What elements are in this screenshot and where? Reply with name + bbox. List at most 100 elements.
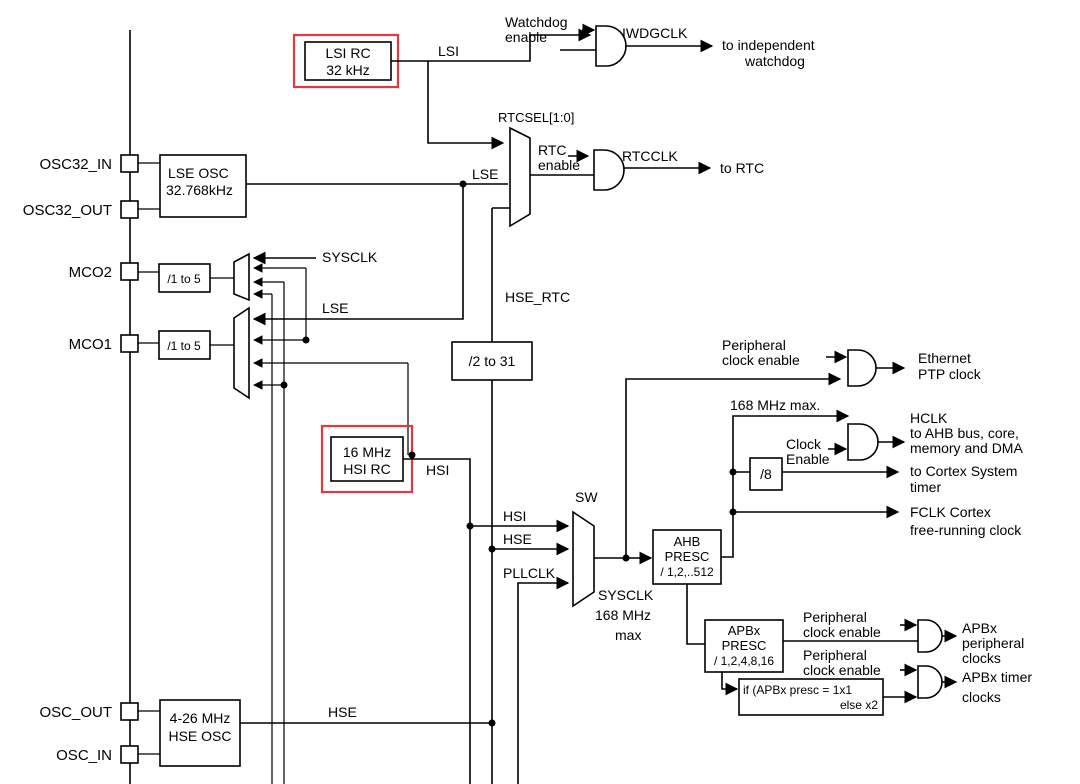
eth-ptp-and-gate	[847, 349, 877, 387]
svg-text:PRESC: PRESC	[665, 549, 710, 564]
svg-text:/1 to 5: /1 to 5	[167, 272, 201, 286]
svg-text:/2 to 31: /2 to 31	[469, 353, 516, 369]
mco1-mux	[233, 306, 250, 400]
output-hclk: HCLK	[910, 410, 948, 426]
svg-text:clock enable: clock enable	[803, 662, 881, 678]
signal-hse-rtc: HSE_RTC	[505, 289, 570, 305]
svg-text:/ 1,2,4,8,16: / 1,2,4,8,16	[714, 654, 774, 668]
svg-text:32 kHz: 32 kHz	[326, 62, 370, 78]
mco2-mux	[233, 252, 250, 302]
svg-text:PTP clock: PTP clock	[918, 366, 982, 382]
svg-text:memory and DMA: memory and DMA	[910, 440, 1023, 456]
svg-text:clocks: clocks	[962, 650, 1001, 666]
output-to-iwdg: to independent	[722, 37, 815, 53]
output-apbx-timer: APBx timer	[962, 669, 1032, 685]
output-apbx-peripheral: APBx	[962, 620, 997, 636]
sysclk-sw-mux	[572, 510, 595, 608]
signal-sw: SW	[575, 489, 598, 505]
svg-text:else x2: else x2	[840, 698, 878, 712]
output-ethernet-ptp: Ethernet	[918, 350, 971, 366]
output-cortex-timer: to Cortex System	[910, 463, 1017, 479]
output-to-rtc: to RTC	[720, 160, 764, 176]
svg-text:Enable: Enable	[786, 451, 830, 467]
signal-rtcsel: RTCSEL[1:0]	[498, 110, 574, 125]
rtc-and-gate	[593, 149, 625, 191]
pin-osc-out	[120, 702, 139, 721]
svg-text:to AHB bus, core,: to AHB bus, core,	[910, 425, 1019, 441]
pin-label-osc32-out: OSC32_OUT	[23, 202, 112, 219]
signal-lse-mco: LSE	[322, 300, 348, 316]
svg-text:clocks: clocks	[962, 689, 1001, 705]
signal-hsi: HSI	[426, 462, 449, 478]
ahb-prescaler-block: AHB PRESC / 1,2,..512	[652, 529, 722, 585]
svg-text:free-running clock: free-running clock	[910, 522, 1022, 538]
svg-text:168 MHz: 168 MHz	[595, 607, 651, 623]
signal-rtcclk: RTCCLK	[622, 148, 678, 164]
svg-text:enable: enable	[538, 157, 580, 173]
signal-lsi: LSI	[438, 43, 459, 59]
signal-iwdgclk: IWDGCLK	[622, 25, 688, 41]
pin-mco1	[120, 334, 139, 353]
clock-enable-label: Clock	[786, 436, 822, 452]
iwdg-and-gate	[595, 25, 627, 67]
signal-sysclk-out: SYSCLK	[598, 587, 654, 603]
svg-text:/1 to 5: /1 to 5	[167, 339, 201, 353]
svg-text:16 MHz: 16 MHz	[343, 444, 391, 460]
hsi-rc-block: 16 MHz HSI RC	[320, 424, 414, 494]
svg-text:32.768kHz: 32.768kHz	[166, 182, 233, 198]
svg-text:HSE OSC: HSE OSC	[168, 728, 231, 744]
svg-text:clock enable: clock enable	[803, 624, 881, 640]
apbx-timer-multiplier-block	[738, 678, 884, 716]
svg-text:max: max	[615, 627, 641, 643]
rtc-enable-label: RTC	[538, 142, 567, 158]
pin-label-osc-in: OSC_IN	[56, 747, 112, 764]
svg-text:AHB: AHB	[674, 534, 701, 549]
pin-osc32-out	[120, 200, 139, 219]
pin-label-osc32-in: OSC32_IN	[39, 156, 112, 173]
apbx-peripheral-and-gate	[917, 619, 943, 653]
pin-label-mco2: MCO2	[69, 264, 112, 281]
output-fclk: FCLK Cortex	[910, 504, 991, 520]
peripheral-clock-enable-eth-label: Peripheral	[722, 337, 786, 353]
div8-block	[749, 457, 783, 491]
lsi-rc-block: LSI RC 32 kHz	[292, 33, 400, 89]
svg-text:enable: enable	[505, 29, 547, 45]
pin-osc-in	[120, 745, 139, 764]
peripheral-clock-enable-apb-label: Peripheral	[803, 609, 867, 625]
svg-text:watchdog: watchdog	[744, 53, 805, 69]
pin-label-osc-out: OSC_OUT	[39, 704, 112, 721]
signal-hse: HSE	[328, 704, 357, 720]
svg-text:APBx: APBx	[728, 623, 761, 638]
pin-label-mco1: MCO1	[69, 336, 112, 353]
svg-text:4-26 MHz: 4-26 MHz	[170, 710, 231, 726]
mco1-divider-block	[158, 330, 211, 360]
lse-osc-block: LSE OSC 32.768kHz	[159, 154, 247, 218]
apbx-prescaler-block: APBx PRESC / 1,2,4,8,16	[704, 619, 784, 673]
svg-text:timer: timer	[910, 479, 941, 495]
svg-text:PRESC: PRESC	[722, 638, 767, 653]
hse-osc-block: 4-26 MHz HSE OSC	[159, 699, 241, 767]
pins: OSC32_IN OSC32_OUT MCO2 MCO1 OSC_OUT OSC…	[23, 154, 139, 764]
svg-text:clock enable: clock enable	[722, 352, 800, 368]
rtc-divider-block	[451, 341, 533, 381]
signal-pllclk: PLLCLK	[503, 565, 556, 581]
svg-text:/8: /8	[760, 466, 772, 482]
signal-hse-sw: HSE	[503, 531, 532, 547]
signal-sysclk-mco: SYSCLK	[322, 249, 378, 265]
rtcsel-mux	[509, 126, 531, 228]
hclk-and-gate	[847, 423, 879, 461]
signal-hsi-sw: HSI	[503, 508, 526, 524]
svg-text:LSI RC: LSI RC	[325, 45, 370, 61]
svg-text:HSI RC: HSI RC	[343, 461, 390, 477]
svg-text:/ 1,2,..512: / 1,2,..512	[660, 565, 714, 579]
svg-text:peripheral: peripheral	[962, 635, 1024, 651]
apbx-timer-and-gate	[917, 665, 943, 699]
signal-lse-top: LSE	[472, 166, 498, 182]
svg-text:if (APBx presc = 1x1: if (APBx presc = 1x1	[743, 683, 852, 697]
svg-text:LSE OSC: LSE OSC	[168, 165, 229, 181]
pin-osc32-in	[120, 154, 139, 173]
pin-mco2	[120, 262, 139, 281]
signal-hclk-max: 168 MHz max.	[730, 397, 820, 413]
peripheral-clock-enable-tim-label: Peripheral	[803, 647, 867, 663]
